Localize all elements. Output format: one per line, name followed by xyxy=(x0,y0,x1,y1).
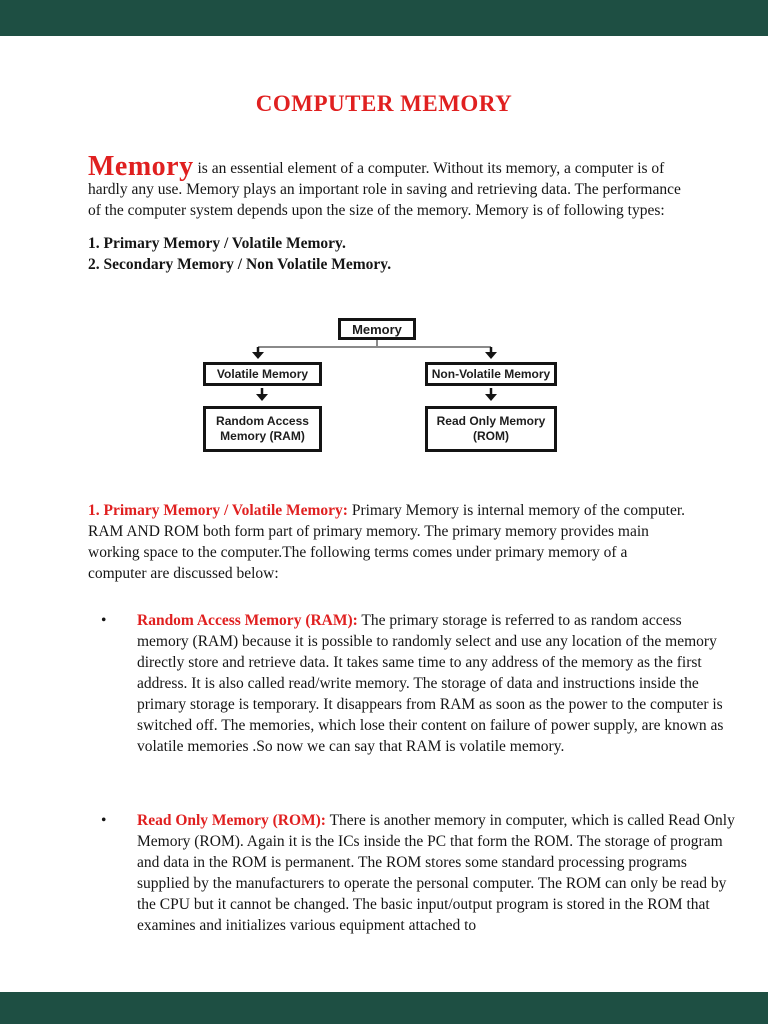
intro-lead-word: Memory xyxy=(88,151,194,182)
diagram-box-nonvolatile: Non-Volatile Memory xyxy=(425,362,557,386)
intro-text: is an essential element of a computer. W… xyxy=(88,160,681,219)
ram-bullet-text: The primary storage is referred to as ra… xyxy=(137,612,724,755)
memory-diagram: Memory Volatile Memory Non-Volatile Memo… xyxy=(200,316,568,458)
primary-memory-section-paragraph: 1. Primary Memory / Volatile Memory: Pri… xyxy=(88,500,686,584)
bullet-dot: • xyxy=(101,612,107,629)
page-title: COMPUTER MEMORY xyxy=(255,91,513,116)
viewer-background-top xyxy=(0,0,768,36)
bullet-item-rom: • Read Only Memory (ROM): There is anothe… xyxy=(88,810,735,936)
ram-bullet-heading: Random Access Memory (RAM): xyxy=(137,612,358,629)
primary-section-heading: 1. Primary Memory / Volatile Memory: xyxy=(88,502,348,519)
diagram-box-rom: Read Only Memory (ROM) xyxy=(425,406,557,452)
bullet-item-ram: • Random Access Memory (RAM): The primary… xyxy=(88,610,735,757)
diagram-box-memory: Memory xyxy=(338,318,416,340)
viewer-background-bottom xyxy=(0,992,768,1024)
diagram-box-volatile: Volatile Memory xyxy=(203,362,322,386)
memory-types-list: 1. Primary Memory / Volatile Memory. 2. … xyxy=(88,233,686,275)
rom-bullet-heading: Read Only Memory (ROM): xyxy=(137,812,326,829)
list-item-primary: 1. Primary Memory / Volatile Memory. xyxy=(88,235,346,252)
rom-bullet-text: There is another memory in computer, whi… xyxy=(137,812,735,934)
primary-section-text: Primary Memory is internal memory of the… xyxy=(88,502,686,582)
intro-paragraph: Memory is an essential element of a comp… xyxy=(88,153,686,221)
list-item-secondary: 2. Secondary Memory / Non Volatile Memor… xyxy=(88,256,392,273)
bullet-dot: • xyxy=(101,812,107,829)
diagram-box-ram: Random Access Memory (RAM) xyxy=(203,406,322,452)
